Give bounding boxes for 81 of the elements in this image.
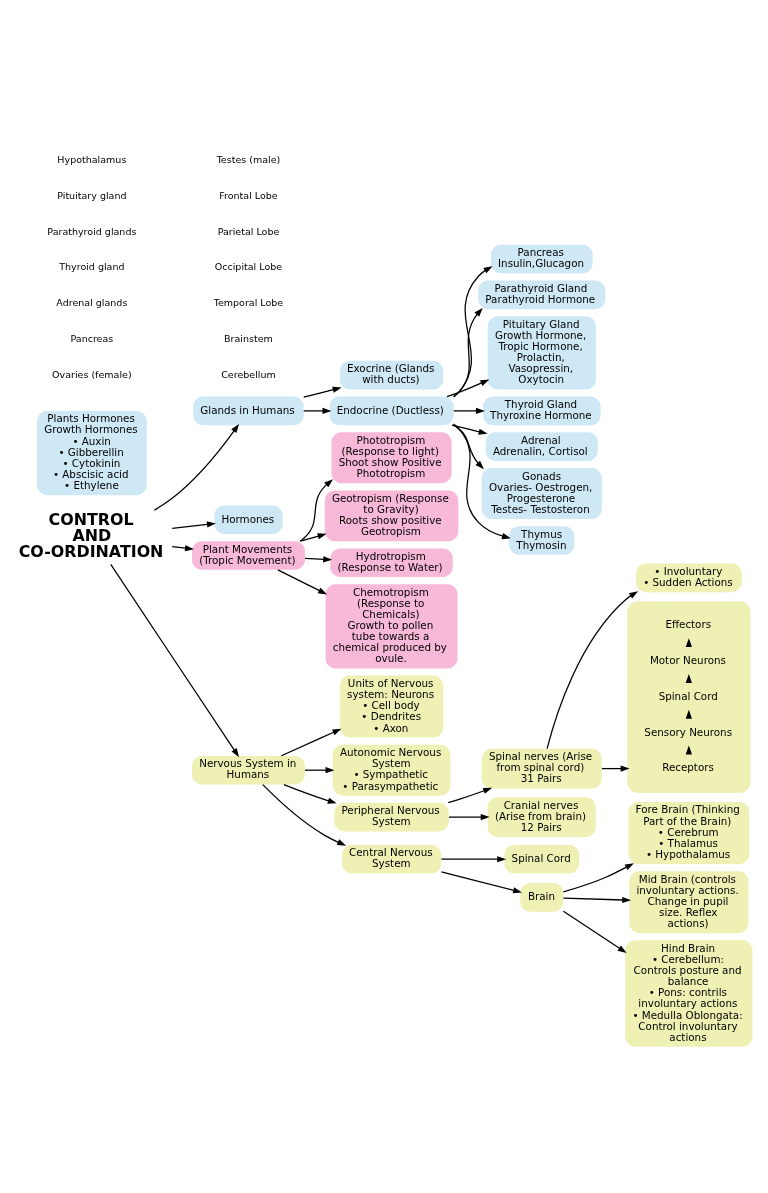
label: Cerebellum [221,368,276,380]
label: Thyroid gland [59,261,125,273]
arrow [299,479,333,542]
arrow [562,910,627,953]
arrow [277,569,328,595]
arrow [171,521,216,529]
node-box: Adrenal Adrenalin, Cortisol [485,432,598,461]
arrow [453,424,484,470]
arrow [304,767,335,774]
node-box: Hormones [214,505,283,535]
arrow [110,563,240,758]
node-text: Spinal Cord [658,689,718,702]
arrow [299,533,327,542]
node-text: Effectors [665,618,712,631]
label: Pancreas [70,332,114,344]
node-box: Brain [520,883,564,912]
cluster [627,601,751,793]
node-box: Phototropism (Response to light) Shoot show Positive Phototropism [331,432,452,484]
node-box: Plant Movements (Tropic Movement) [192,541,305,570]
node-box: Glands in Humans [193,396,304,426]
arrow [440,871,522,894]
label: Occipital Lobe [214,261,283,273]
node-box: Hydrotropism (Response to Water) [330,548,453,577]
arrow [452,423,511,540]
node-box: • Involuntary • Sudden Actions [636,563,742,593]
node-box: Thymus Thymosin [509,526,575,555]
node-box: Peripheral Nervous System [334,802,449,832]
node-text: Sensory Neurons [644,725,733,738]
label: Testes (male) [216,153,281,165]
node-box: Thyroid Gland Thyroxine Hormone [482,396,601,426]
node-box: Hind Brain • Cerebellum: Controls posture and balance • Pons: contrils involuntary actions • Medulla Oblongata: Control involuntary actions [625,940,753,1047]
node-box: Parathyroid Gland Parathyroid Hormone [478,280,606,310]
arrow [283,784,337,804]
arrow [453,266,493,398]
node-box: Nervous System in Humans [192,755,305,785]
label: Ovaries (female) [52,368,132,380]
arrow [453,407,485,414]
node-box: Spinal Cord [504,844,580,874]
arrow [171,545,194,552]
arrow [446,379,490,398]
arrow [153,423,239,511]
arrow [280,728,342,757]
node-box: Spinal nerves (Arise from spinal cord) 31 Pairs [481,748,602,789]
node-box: Plants Hormones Growth Hormones • Auxin • Gibberellin • Cytokinin • Abscisic acid • Ethylene [37,410,147,496]
node-box: Pancreas Insulin,Glucagon [490,244,593,274]
node-box: Exocrine (Glands with ducts) [339,360,444,390]
arrow [304,556,333,563]
arrow [447,787,493,804]
node-box: Units of Nervous system: Neurons • Cell body • Dendrites • Axon [339,675,444,738]
label: Frontal Lobe [219,189,278,201]
label: Hypothalamus [57,153,127,165]
node-box: Central Nervous System [341,844,442,874]
node-text: CONTROL AND CO-ORDINATION [18,510,164,562]
node-box: Cranial nerves (Arise from brain) 12 Pairs [487,797,596,837]
label: Parathyroid glands [47,225,137,237]
node-text: Motor Neurons [649,653,726,666]
arrow [562,896,632,904]
label: Adrenal glands [56,297,128,309]
arrow [448,813,490,821]
node-box: Pituitary Gland Growth Hormone, Tropic Hormone, Prolactin, Vasopressin, Oxytocin [487,316,596,390]
arrow [262,784,347,846]
node-box: Gonads Ovaries- Oestrogen, Progesterone Testes- Testosteron [481,468,602,519]
label: Temporal Lobe [213,297,284,309]
arrow [440,856,507,863]
arrow [303,386,342,398]
label: Pituitary gland [57,189,127,201]
arrow [546,591,639,750]
node-box: Chemotropism (Response to Chemicals) Growth to pollen tube towards a chemical produced by ovule. [325,584,458,669]
label: Parietal Lobe [217,225,280,237]
arrow [451,424,488,435]
node-box: Fore Brain (Thinking Part of the Brain) • Cerebrum • Thalamus • Hypothalamus [628,802,750,864]
label: Brainstem [224,332,273,344]
arrow [303,407,332,414]
node-box: Geotropism (Response to Gravity) Roots show positive Geotropism [324,490,459,542]
arrow [453,307,483,398]
node-box: Mid Brain (controls involuntary actions. Change in pupil size. Reflex actions) [629,871,749,934]
arrow [562,863,634,893]
arrow [601,765,630,772]
node-text: Receptors [662,761,714,774]
node-box: Autonomic Nervous System • Sympathetic • Parasympathetic [332,744,451,796]
node-box: Endocrine (Ductless) [329,396,454,426]
